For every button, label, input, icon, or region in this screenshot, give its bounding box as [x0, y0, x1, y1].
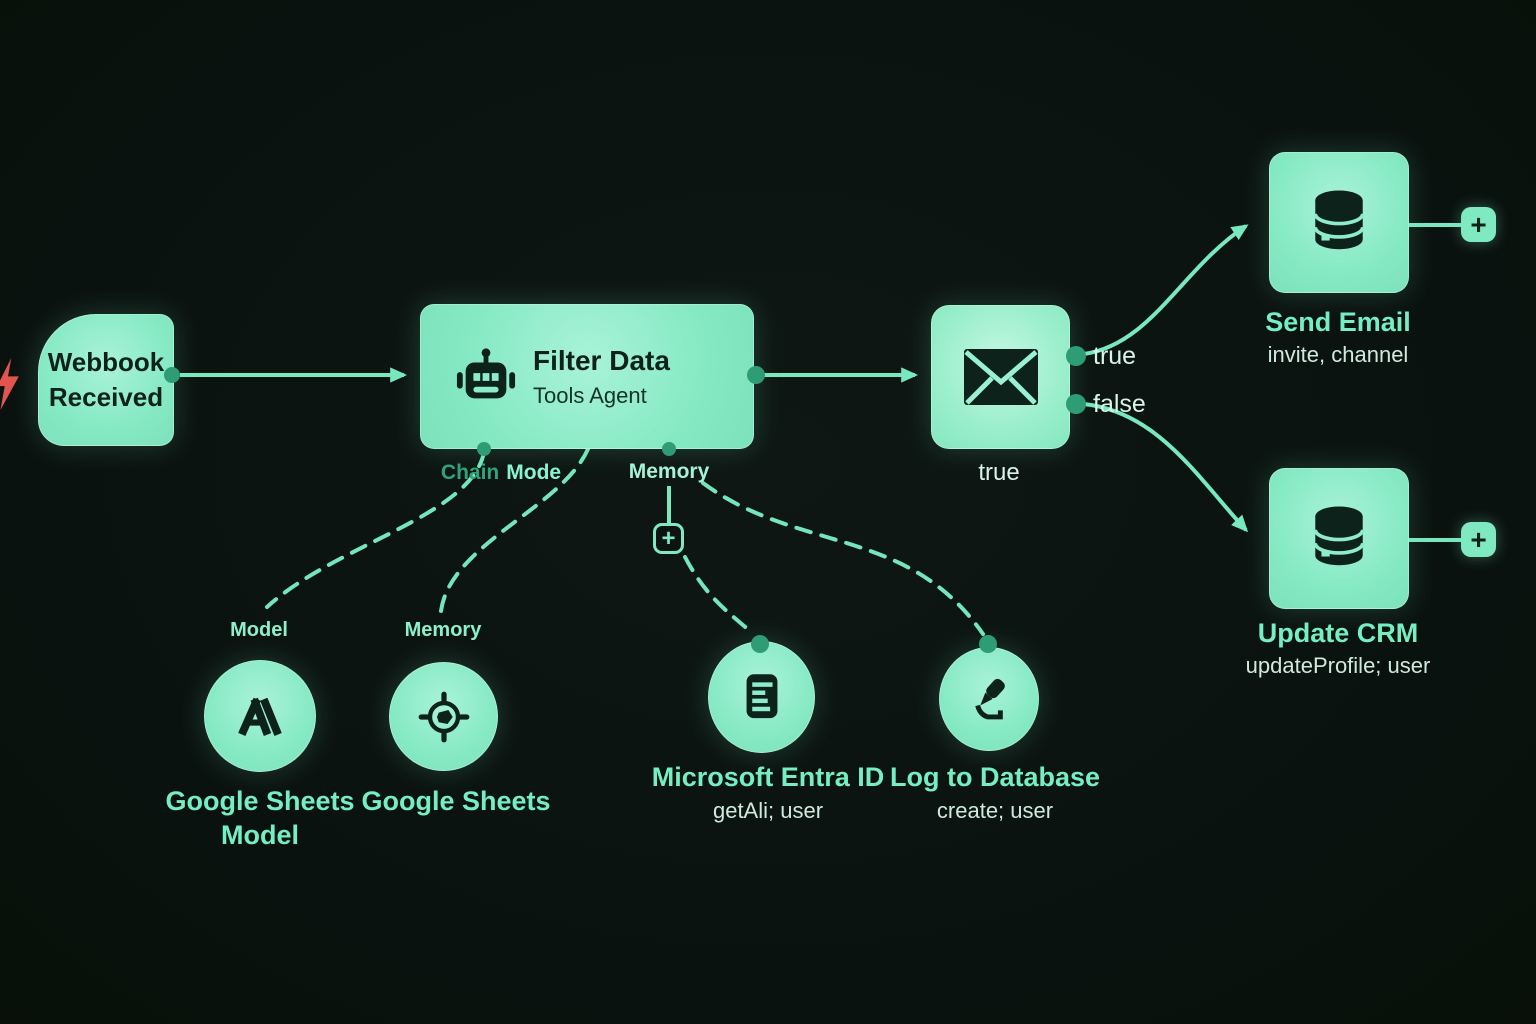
- switch-caption: true: [978, 459, 1020, 486]
- microsoft-entra-id-title: Microsoft Entra ID: [651, 762, 885, 792]
- node-microsoft-entra-id[interactable]: [708, 641, 815, 753]
- send-email-subtitle: invite, channel: [1267, 342, 1409, 367]
- database-icon: [1313, 506, 1365, 565]
- envelope-icon: [963, 349, 1038, 405]
- update-crm-subtitle: updateProfile; user: [1245, 653, 1431, 678]
- google-sheets-model-title: Google Sheets Model: [165, 786, 355, 850]
- filter-node-subtitle: Tools Agent: [533, 382, 647, 408]
- wire-chain-to-model: [265, 450, 486, 609]
- filter-node-title: Filter Data: [533, 344, 670, 376]
- google-sheets-title: Google Sheets: [361, 786, 551, 816]
- wire-plus-to-entra: [683, 555, 755, 636]
- node-webhook-received[interactable]: Webbook Received: [38, 314, 174, 446]
- plus-icon: +: [1470, 208, 1487, 240]
- output-label-false: false: [1093, 390, 1146, 418]
- wire-false-to-updatecrm: [1083, 402, 1249, 533]
- pen-nib-icon: [975, 678, 1005, 720]
- lightning-bolt-icon: [0, 358, 19, 410]
- plus-icon: +: [661, 524, 676, 552]
- node-update-crm[interactable]: [1269, 468, 1409, 609]
- wire-memory-to-logdb: [701, 481, 985, 636]
- node-switch[interactable]: [931, 305, 1070, 449]
- log-to-database-title: Log to Database: [889, 762, 1101, 792]
- anthropic-mark-icon: [238, 697, 282, 737]
- wire-true-to-sendemail: [1083, 224, 1249, 356]
- node-send-email[interactable]: [1269, 152, 1409, 293]
- update-crm-title: Update CRM: [1257, 618, 1419, 648]
- output-label-true: true: [1093, 342, 1137, 370]
- node-google-sheets-memory[interactable]: [389, 662, 498, 771]
- target-icon: [418, 691, 469, 742]
- database-icon: [1313, 190, 1365, 249]
- node-google-sheets-model[interactable]: [204, 660, 316, 772]
- log-to-database-subtitle: create; user: [936, 798, 1054, 823]
- add-node-button-bottom[interactable]: +: [1461, 522, 1496, 557]
- microsoft-entra-id-subtitle: getAli; user: [712, 798, 824, 823]
- port-label-memory-circle: Memory: [404, 619, 482, 641]
- document-list-icon: [746, 674, 777, 719]
- robot-icon: [456, 347, 516, 398]
- node-filter-data[interactable]: Filter Data Tools Agent: [420, 304, 754, 449]
- port-label-model: Model: [230, 619, 288, 641]
- wire-to-memory-sheets: [439, 447, 590, 613]
- plus-icon: +: [1470, 523, 1487, 555]
- port-label-memory: Memory: [628, 460, 710, 483]
- send-email-title: Send Email: [1265, 307, 1411, 337]
- add-tool-button[interactable]: +: [653, 523, 684, 554]
- webhook-node-title: Webbook Received: [47, 347, 165, 412]
- add-node-button-top[interactable]: +: [1461, 207, 1496, 242]
- node-log-to-database[interactable]: [939, 647, 1039, 751]
